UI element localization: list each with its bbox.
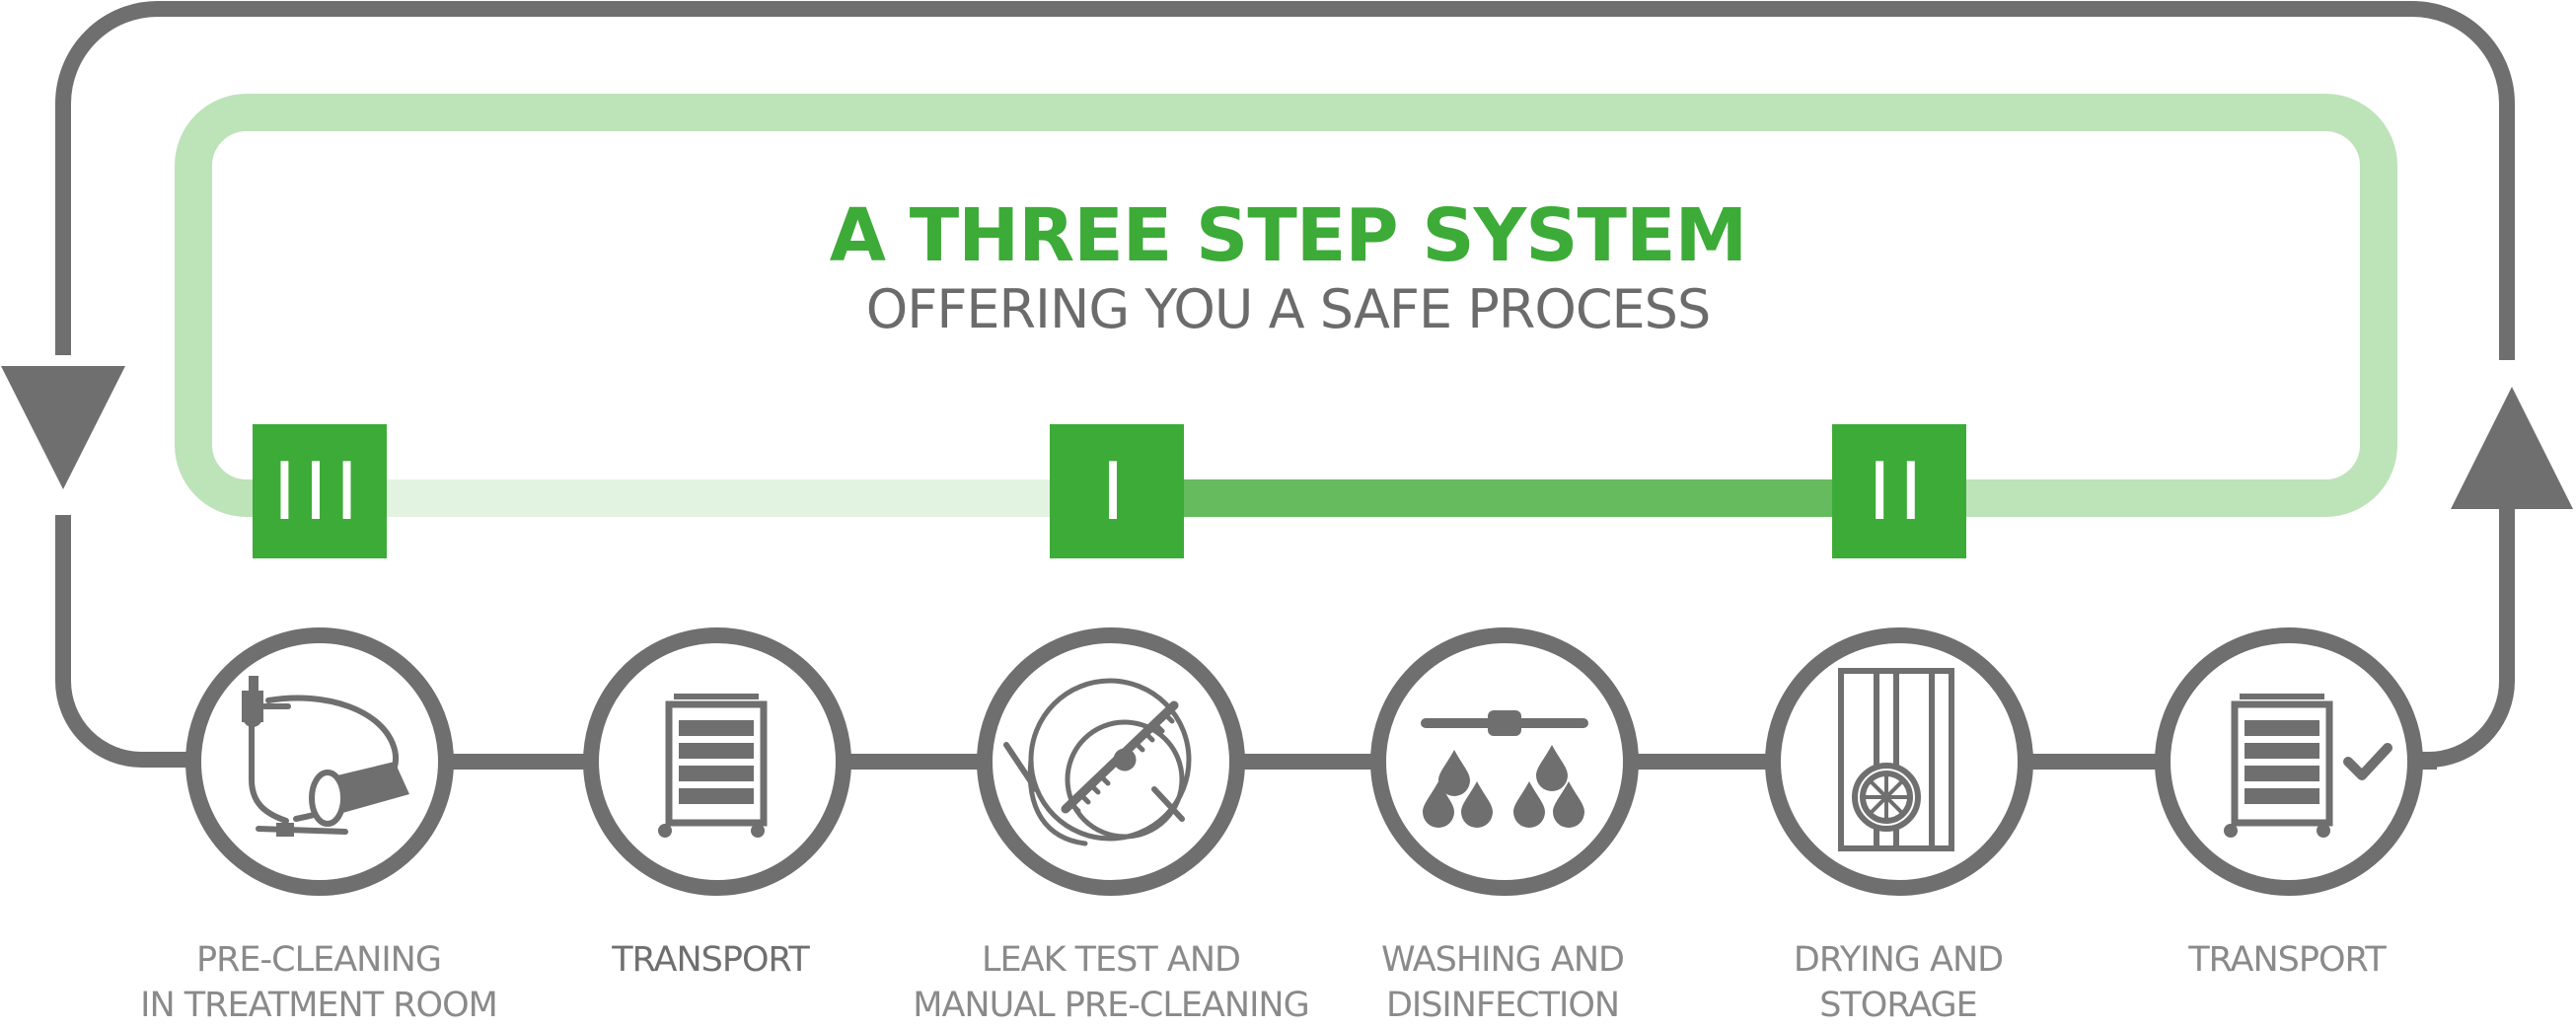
outer-loop-right-lower: [2417, 508, 2515, 768]
stage-label-transport-1: TRANSPORT: [612, 940, 809, 980]
transport-trolley-icon: [658, 694, 768, 838]
down-arrow-icon: [1, 366, 125, 489]
step-badge-iii: III: [253, 424, 387, 558]
step-badge-i: I: [1050, 424, 1184, 558]
transport-trolley-check-icon: [2224, 694, 2392, 838]
page-subtitle: OFFERING YOU A SAFE PROCESS: [865, 278, 1711, 340]
endoscope-bowl-icon: [242, 676, 409, 837]
step-badge-ii: II: [1832, 424, 1966, 558]
stage-circle-2: [583, 627, 851, 896]
stage-circle-6: [2155, 627, 2423, 896]
stage-label-transport-2: TRANSPORT: [2188, 940, 2386, 980]
page-title: A THREE STEP SYSTEM: [829, 193, 1747, 278]
cleaning-brush-icon: [1003, 678, 1192, 846]
inner-loop-light: [175, 94, 2397, 517]
water-drops-icon: [1421, 710, 1588, 828]
outer-loop-left-lower: [55, 515, 197, 768]
outer-loop-line: [55, 1, 2515, 360]
up-arrow-icon: [2451, 387, 2573, 509]
drying-cabinet-icon: [1838, 668, 1954, 851]
